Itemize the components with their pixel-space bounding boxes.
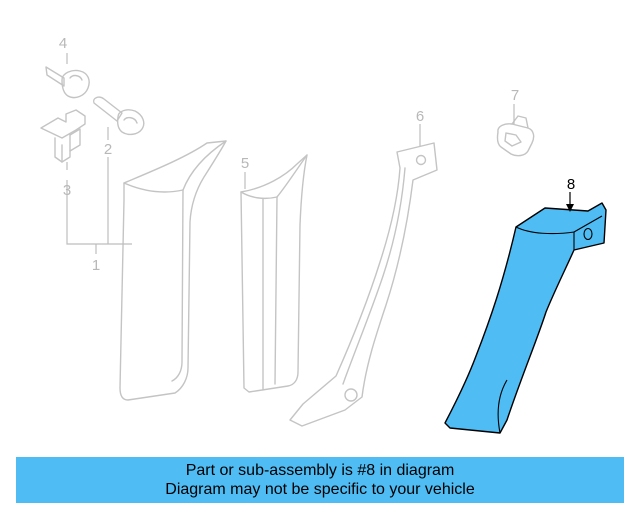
part-8-highlighted-trim (444, 202, 607, 434)
leader-lines (66, 53, 574, 254)
part-4-clip (45, 66, 90, 99)
part-2-screw (92, 96, 145, 136)
parts-diagram: 1 2 3 4 5 6 7 8 (40, 35, 607, 434)
arrowhead-8-icon (566, 204, 574, 212)
callout-2: 2 (104, 141, 112, 158)
info-banner: Part or sub-assembly is #8 in diagram Di… (16, 457, 624, 503)
callout-3: 3 (63, 182, 71, 199)
callout-numbers: 1 2 3 4 5 6 7 8 (59, 35, 575, 274)
callout-7: 7 (511, 87, 519, 104)
callout-4: 4 (59, 35, 67, 52)
part-7-clip (496, 115, 535, 157)
callout-5: 5 (241, 155, 249, 172)
callout-8: 8 (567, 176, 575, 193)
part-1-pillar-trim (119, 140, 227, 401)
callout-6: 6 (416, 108, 424, 125)
part-6-bracket (289, 142, 438, 427)
banner-line-disclaimer: Diagram may not be specific to your vehi… (165, 481, 475, 498)
banner-line-part: Part or sub-assembly is #8 in diagram (185, 462, 455, 479)
part-3-clip (40, 109, 86, 163)
callout-1: 1 (92, 257, 100, 274)
part-5-trim (240, 154, 308, 393)
